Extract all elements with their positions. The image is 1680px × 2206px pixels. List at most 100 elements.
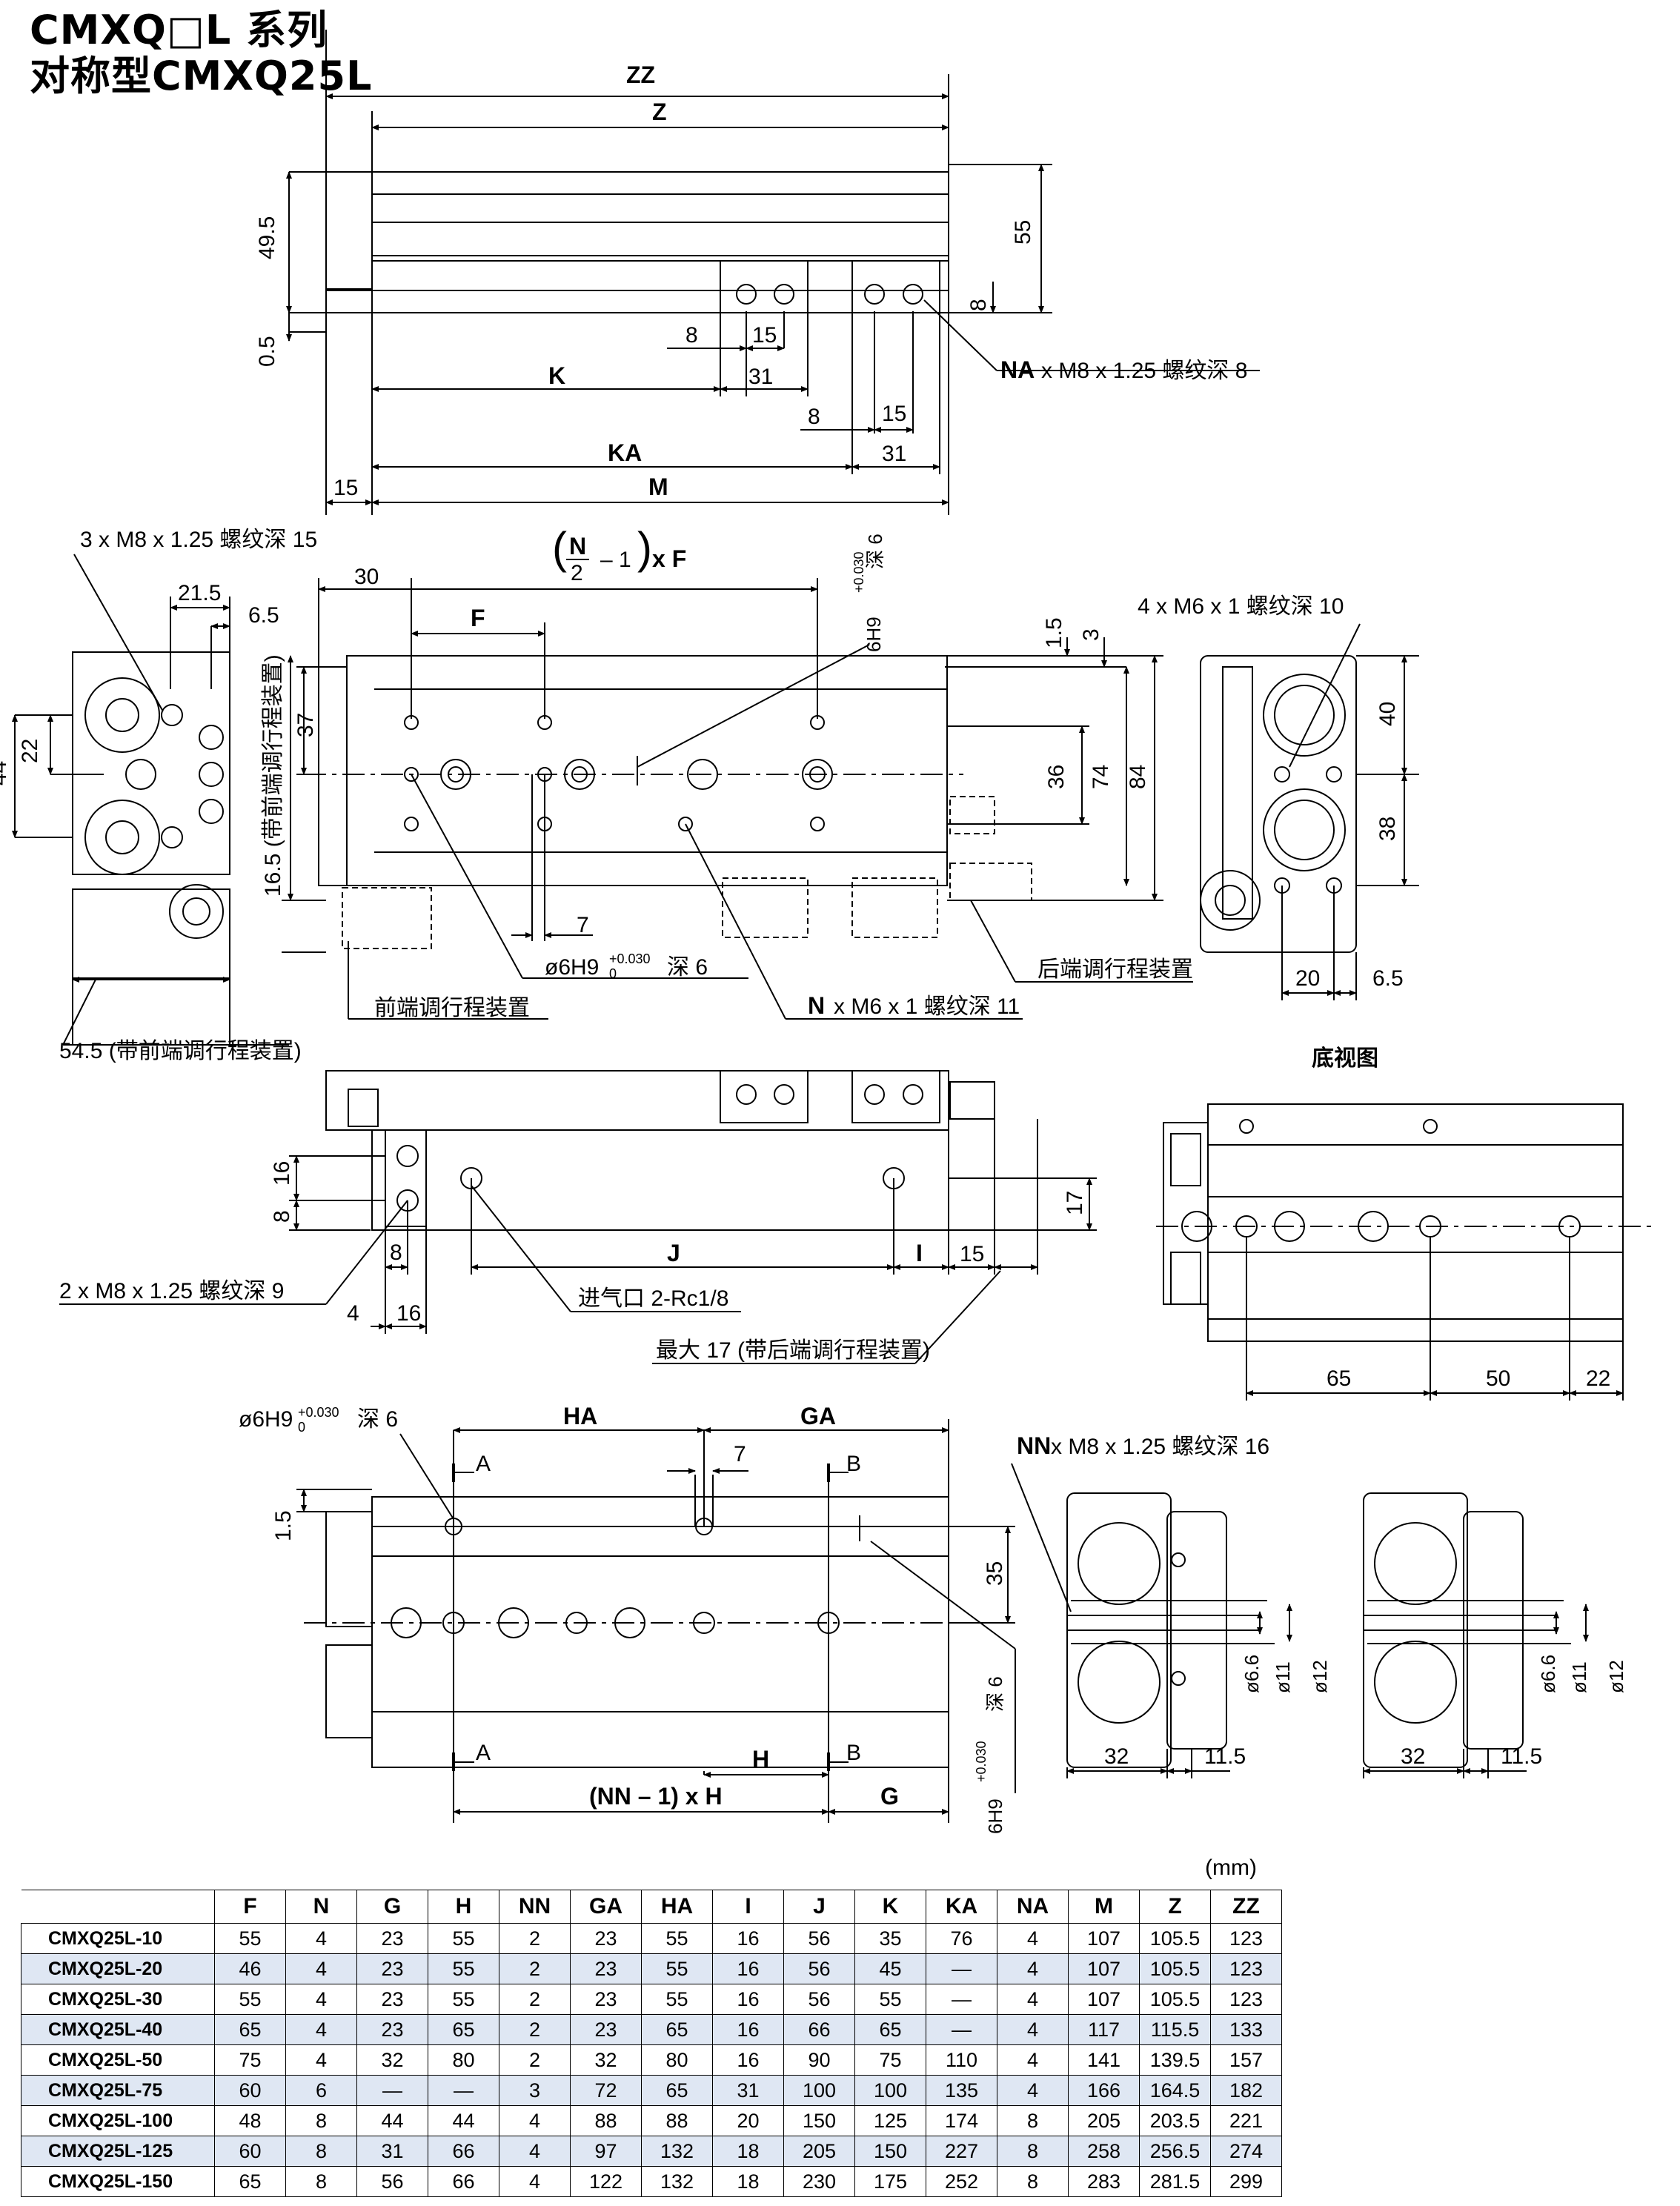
table-cell: 166 — [1068, 2075, 1140, 2106]
right-view-labels: 4 x M6 x 1 螺纹深 10 40 38 20 6.5 — [1138, 594, 1404, 991]
dim-7-lower: 7 — [734, 1442, 746, 1466]
table-cell: 281.5 — [1139, 2166, 1211, 2197]
table-cell: 8 — [285, 2136, 357, 2167]
dim-16b: 16 — [396, 1301, 421, 1326]
tol-depth: 深 6 — [864, 534, 886, 569]
na-label: NA — [1000, 356, 1035, 383]
dim-ha: HA — [563, 1403, 597, 1429]
table-cell: 75 — [214, 2044, 286, 2076]
table-cell: 123 — [1210, 1923, 1282, 1954]
section-view-labels: NN x M8 x 1.25 螺纹深 16 ø6.6 ø11 ø12 32 11… — [1017, 1432, 1627, 1769]
front-view-labels: 3 x M8 x 1.25 螺纹深 15 21.5 6.5 22 44 37 1… — [0, 523, 1193, 1063]
table-cell: 18 — [712, 2136, 784, 2167]
dim-49-5: 49.5 — [255, 216, 279, 259]
table-cell: 8 — [997, 2105, 1069, 2136]
column-header: F — [214, 1890, 286, 1924]
table-cell: 32 — [356, 2044, 428, 2076]
table-cell: 16 — [712, 2014, 784, 2045]
table-cell: 60 — [214, 2136, 286, 2167]
table-cell: 175 — [854, 2166, 926, 2197]
max17-label: 最大 17 (带后端调行程装置) — [656, 1338, 930, 1363]
table-cell: 20 — [712, 2105, 784, 2136]
table-cell: 56 — [783, 1953, 855, 1984]
dim-11-5b: 11.5 — [1501, 1744, 1542, 1769]
dim-38: 38 — [1375, 817, 1400, 841]
formula-n: N — [569, 533, 586, 559]
tol-lower-depth: 深 6 — [984, 1676, 1006, 1712]
table-cell: 16 — [712, 2044, 784, 2076]
formula-nn: (NN – 1) x H — [589, 1783, 723, 1810]
table-cell: 97 — [570, 2136, 642, 2167]
table-cell: 157 — [1210, 2044, 1282, 2076]
lower-view-labels: ø6H9 +0.030 0 深 6 HA GA A B 7 1.5 35 A B… — [239, 1403, 1007, 1834]
hole-note: ø6H9 — [545, 955, 599, 980]
table-cell: 16 — [712, 1984, 784, 2015]
dim-0-5: 0.5 — [255, 336, 279, 367]
table-cell: 2 — [499, 1984, 571, 2015]
formula-paren-close: ) — [637, 523, 652, 573]
table-cell: 23 — [570, 1953, 642, 1984]
table-cell: — — [926, 2014, 997, 2045]
dim-55: 55 — [1011, 220, 1035, 245]
formula-2: 2 — [571, 561, 583, 585]
bottom-view-title: 底视图 — [1312, 1046, 1378, 1072]
dim-15-side: 15 — [960, 1242, 984, 1266]
dim-31b: 31 — [882, 442, 906, 466]
column-header: KA — [926, 1890, 997, 1924]
table-cell: 55 — [641, 1984, 713, 2015]
dim-8a: 8 — [685, 323, 698, 348]
table-cell: 4 — [285, 2044, 357, 2076]
column-header: K — [854, 1890, 926, 1924]
table-cell: 48 — [214, 2105, 286, 2136]
table-cell: 117 — [1068, 2014, 1140, 2045]
column-header: I — [712, 1890, 784, 1924]
dim-44: 44 — [0, 761, 11, 785]
table-cell: 4 — [285, 1953, 357, 1984]
table-cell: — — [356, 2075, 428, 2106]
tol-lower-sup: +0.030 — [974, 1741, 989, 1782]
dim-8b-side: 8 — [390, 1240, 402, 1265]
front-adjuster-label: 前端调行程装置 — [374, 996, 530, 1020]
column-header: NN — [499, 1890, 571, 1924]
section-a-bottom: A — [476, 1741, 491, 1765]
table-cell: 8 — [997, 2136, 1069, 2167]
table-cell: 66 — [428, 2166, 499, 2197]
table-cell: 2 — [499, 2044, 571, 2076]
column-header: NA — [997, 1890, 1069, 1924]
table-cell: 299 — [1210, 2166, 1282, 2197]
table-cell: 4 — [997, 2075, 1069, 2106]
table-cell: 4 — [997, 1984, 1069, 2015]
table-cell: 90 — [783, 2044, 855, 2076]
note-3x-m8: 3 x M8 x 1.25 螺纹深 15 — [80, 528, 317, 552]
hole-lower-sup: +0.030 — [298, 1405, 339, 1420]
lower-plan-view — [296, 1419, 1016, 1823]
table-cell: 4 — [997, 1953, 1069, 1984]
table-cell: 76 — [926, 1923, 997, 1954]
dim-15b: 15 — [882, 402, 906, 426]
table-cell: 55 — [428, 1984, 499, 2015]
table-cell: 88 — [641, 2105, 713, 2136]
table-cell: — — [428, 2075, 499, 2106]
section-view-2 — [1363, 1492, 1589, 1778]
table-cell: 45 — [854, 1953, 926, 1984]
table-cell: 4 — [997, 2044, 1069, 2076]
table-cell: 258 — [1068, 2136, 1140, 2167]
column-header: H — [428, 1890, 499, 1924]
dim-8: 8 — [966, 299, 991, 311]
table-cell: 133 — [1210, 2014, 1282, 2045]
table-cell: 65 — [428, 2014, 499, 2045]
dim-g: G — [880, 1783, 899, 1810]
table-cell: 65 — [641, 2014, 713, 2045]
table-cell: 65 — [214, 2166, 286, 2197]
table-cell: 55 — [428, 1923, 499, 1954]
column-header: HA — [641, 1890, 713, 1924]
dia-12b: ø12 — [1605, 1660, 1627, 1693]
model-cell: CMXQ25L-75 — [21, 2075, 215, 2106]
dim-8b: 8 — [808, 405, 820, 429]
table-cell: 44 — [428, 2105, 499, 2136]
